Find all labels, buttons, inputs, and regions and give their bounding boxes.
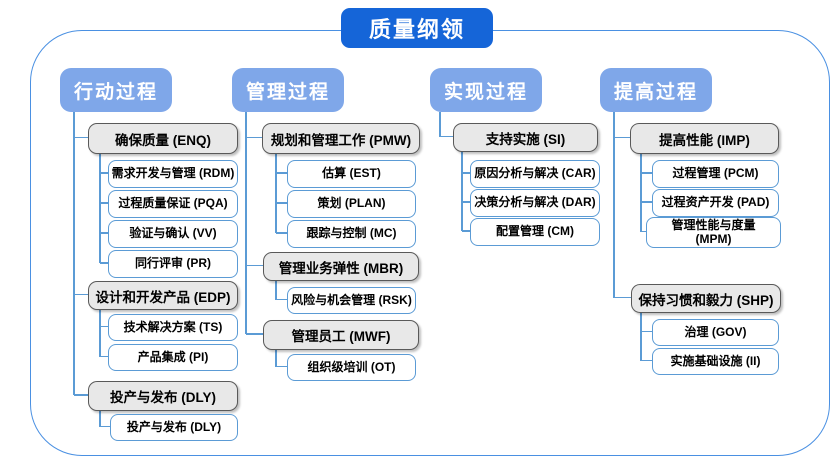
connector-line (100, 425, 110, 428)
node-MPM-line: 管理性能与度量 (671, 217, 756, 232)
node-MWF: 管理员工 (MWF) (263, 320, 419, 350)
connector-line (276, 202, 287, 204)
connector-line (614, 136, 630, 139)
node-MPM: 管理性能与度量(MPM) (646, 217, 781, 248)
node-EST: 估算 (EST) (287, 160, 416, 188)
node-RDM: 需求开发与管理 (RDM) (108, 160, 238, 188)
connector-line (462, 172, 470, 174)
connector-line (462, 201, 470, 203)
connector-line (276, 365, 287, 368)
connector-line (275, 348, 277, 367)
connector-line (100, 232, 108, 234)
node-MPM-line: (MPM) (695, 231, 732, 246)
connector-line (246, 264, 263, 267)
node-ENQ: 确保质量 (ENQ) (88, 123, 238, 154)
column-header-action: 行动过程 (60, 68, 172, 112)
node-IMP: 提高性能 (IMP) (630, 123, 779, 154)
connector-line (245, 112, 247, 334)
connector-line (100, 325, 108, 328)
connector-line (275, 279, 277, 300)
connector-line (246, 136, 262, 139)
connector-line (641, 359, 652, 362)
column-header-improvement: 提高过程 (600, 68, 712, 112)
connector-line (613, 112, 615, 298)
node-SI: 支持实施 (SI) (453, 123, 598, 152)
connector-line (641, 201, 652, 203)
connector-line (99, 152, 101, 263)
connector-line (73, 112, 75, 395)
node-EDP: 设计和开发产品 (EDP) (88, 281, 238, 310)
connector-line (276, 172, 287, 174)
connector-line (640, 311, 642, 361)
node-PMW: 规划和管理工作 (PMW) (262, 123, 420, 154)
connector-line (100, 262, 108, 264)
connector-line (276, 298, 287, 301)
connector-line (99, 409, 101, 427)
connector-line (74, 394, 88, 396)
connector-line (462, 230, 470, 232)
node-PI: 产品集成 (PI) (108, 344, 238, 371)
node-RSK: 风险与机会管理 (RSK) (287, 287, 416, 314)
node-CAR: 原因分析与解决 (CAR) (470, 160, 600, 188)
connector-line (99, 308, 101, 357)
connector-line (246, 333, 263, 335)
connector-line (439, 112, 441, 137)
node-TS: 技术解决方案 (TS) (108, 314, 238, 341)
connector-line (440, 135, 453, 138)
connector-line (74, 293, 88, 296)
connector-line (275, 152, 277, 233)
connector-line (100, 355, 108, 358)
node-PCM: 过程管理 (PCM) (652, 160, 779, 188)
node-OT: 组织级培训 (OT) (287, 354, 416, 381)
node-VV: 验证与确认 (VV) (108, 220, 238, 248)
node-PAD: 过程资产开发 (PAD) (652, 189, 779, 217)
diagram-title: 质量纲领 (341, 8, 493, 48)
connector-line (100, 172, 108, 174)
node-DLY: 投产与发布 (DLY) (88, 381, 238, 411)
node-GOV: 治理 (GOV) (652, 319, 779, 346)
connector-line (641, 172, 652, 174)
connector-line (276, 232, 287, 234)
node-II: 实施基础设施 (II) (652, 348, 779, 375)
node-SHP: 保持习惯和毅力 (SHP) (631, 284, 781, 313)
node-PR: 同行评审 (PR) (108, 250, 238, 278)
node-PLAN: 策划 (PLAN) (287, 190, 416, 218)
connector-line (74, 136, 88, 139)
column-header-implementation: 实现过程 (430, 68, 542, 112)
connector-line (461, 150, 463, 231)
connector-line (100, 202, 108, 204)
node-DLY2: 投产与发布 (DLY) (110, 414, 238, 441)
connector-line (614, 296, 631, 299)
connector-line (641, 330, 652, 333)
connector-line (640, 152, 642, 232)
node-MC: 跟踪与控制 (MC) (287, 220, 416, 248)
connector-line (641, 230, 646, 233)
node-CM: 配置管理 (CM) (470, 218, 600, 246)
node-PQA: 过程质量保证 (PQA) (108, 190, 238, 218)
node-MBR: 管理业务弹性 (MBR) (263, 252, 419, 281)
column-header-management: 管理过程 (232, 68, 344, 112)
node-DAR: 决策分析与解决 (DAR) (470, 189, 600, 217)
